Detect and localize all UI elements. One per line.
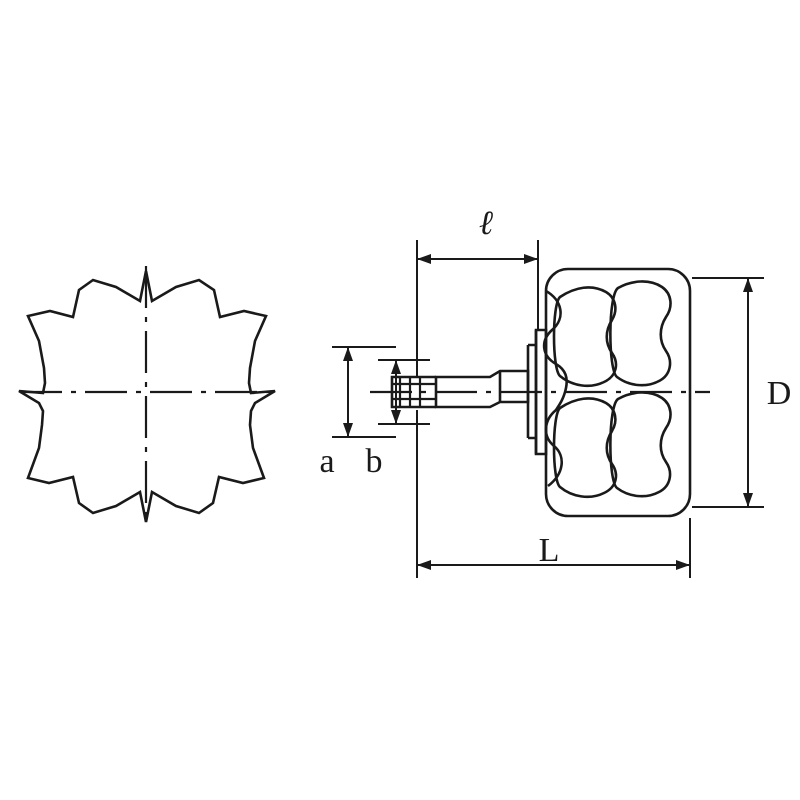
front-view-centerlines [20,266,272,520]
dimension-label-b: b [366,443,383,480]
dimension-lines [332,240,764,578]
flute-lower-1 [552,397,618,499]
dimension-label-ell: ℓ [479,205,493,242]
collar-step [528,343,536,440]
dimension-label-L: L [539,532,560,569]
dimension-label-a: a [319,443,334,480]
knob-body-outline [544,267,692,518]
knob-front-outline [18,270,276,523]
flute-lower-2 [609,391,672,498]
side-view [370,267,710,518]
dimension-label-D: D [767,375,792,412]
shank-outline [434,369,530,409]
flute-upper-2 [609,280,672,387]
front-view [18,266,276,523]
